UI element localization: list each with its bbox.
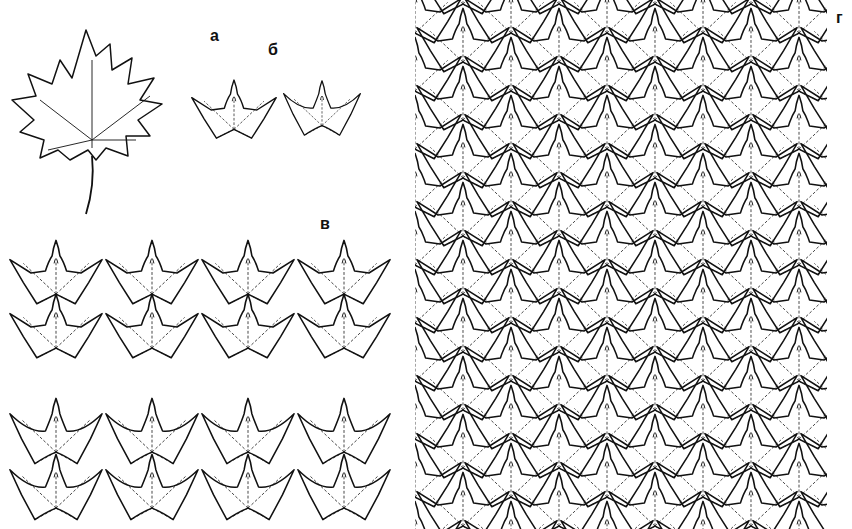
panel-letter: в [318, 216, 332, 232]
maple-leaf [12, 30, 162, 214]
leaf-tile [284, 81, 361, 135]
tessellation-panel [415, 0, 827, 529]
tile-rows [10, 240, 390, 519]
panel-letter: б [266, 42, 280, 58]
leaf-tile [192, 80, 276, 138]
panel-letter: а [208, 28, 221, 44]
panel-letter: г [834, 10, 845, 26]
